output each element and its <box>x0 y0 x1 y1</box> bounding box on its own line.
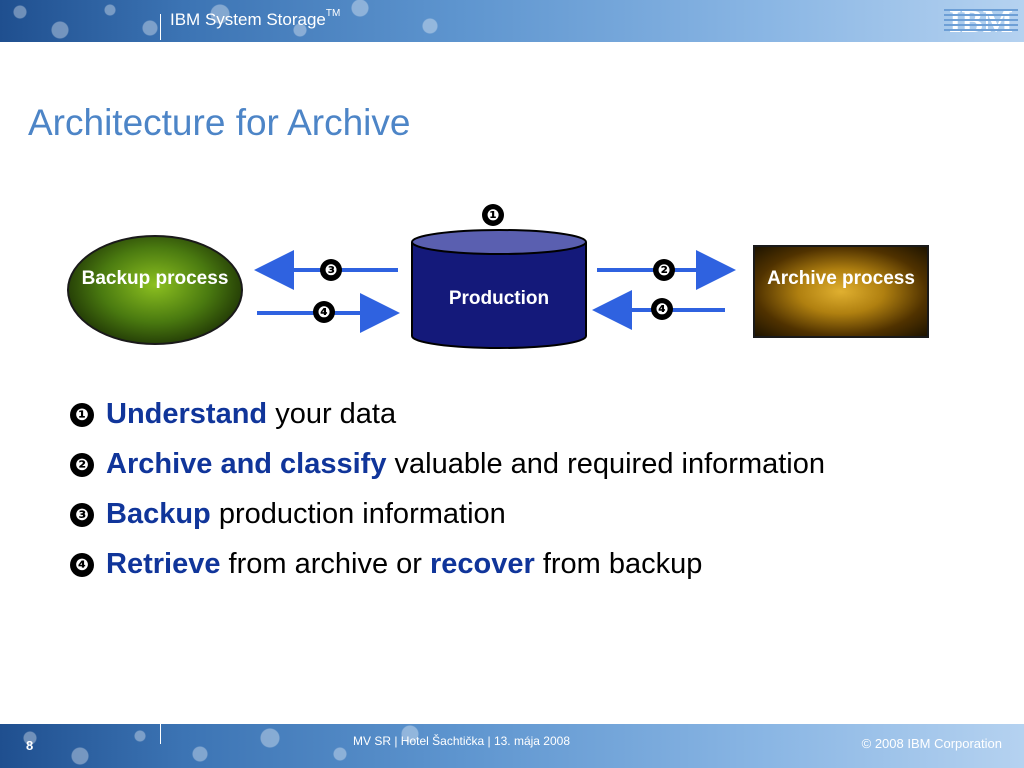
list-item: ❹ Retrieve from archive or recover from … <box>70 548 1010 598</box>
step-keyword: Archive and classify <box>106 448 387 480</box>
marker-backup: ❸ <box>320 259 342 281</box>
step-rest: production information <box>210 498 506 530</box>
step-rest-2: from backup <box>534 548 703 580</box>
production-database <box>411 229 587 349</box>
step-keyword: Retrieve <box>106 548 221 580</box>
step-rest: your data <box>267 398 397 430</box>
cylinder-top <box>411 229 587 255</box>
product-name: IBM System StorageTM <box>170 8 341 30</box>
marker-retrieve: ❹ <box>651 298 673 320</box>
cylinder-body <box>411 242 587 349</box>
step-number: ❷ <box>70 453 94 477</box>
event-info: MV SR | Hotel Šachtička | 13. mája 2008 <box>353 734 571 748</box>
marker-understand: ❶ <box>482 204 504 226</box>
step-text: Archive and classify valuable and requir… <box>106 448 825 481</box>
footer-band: 8 MV SR | Hotel Šachtička | 13. mája 200… <box>0 724 1024 768</box>
step-rest: valuable and required information <box>386 448 825 480</box>
step-keyword: Understand <box>106 398 268 430</box>
footer-divider <box>160 724 161 744</box>
ibm-logo: IBM <box>944 5 1018 37</box>
step-number: ❶ <box>70 403 94 427</box>
backup-process-node: Backup process <box>67 235 243 345</box>
page-title: Architecture for Archive <box>28 102 411 143</box>
list-item: ❶ Understand your data <box>70 398 1010 448</box>
header-texture <box>0 0 470 42</box>
step-rest: from archive or <box>220 548 430 580</box>
step-keyword-2: recover <box>429 548 535 580</box>
archive-process-label: Archive process <box>767 268 915 289</box>
marker-recover: ❹ <box>313 301 335 323</box>
step-text: Retrieve from archive or recover from ba… <box>106 548 702 581</box>
list-item: ❷ Archive and classify valuable and requ… <box>70 448 1010 498</box>
production-label: Production <box>448 288 550 309</box>
archive-process-node: Archive process <box>753 245 929 338</box>
architecture-diagram: Backup process Production Archive proces… <box>0 190 1024 370</box>
copyright: © 2008 IBM Corporation <box>861 736 1002 751</box>
step-number: ❹ <box>70 553 94 577</box>
step-keyword: Backup <box>106 498 211 530</box>
header-band: IBM System StorageTM IBM <box>0 0 1024 42</box>
header-divider <box>160 14 161 40</box>
backup-process-label: Backup process <box>81 268 229 289</box>
footer-texture <box>0 724 470 768</box>
step-text: Backup production information <box>106 498 506 531</box>
steps-list: ❶ Understand your data ❷ Archive and cla… <box>70 398 1010 598</box>
step-text: Understand your data <box>106 398 396 431</box>
product-label: IBM System Storage <box>170 10 326 29</box>
step-number: ❸ <box>70 503 94 527</box>
marker-archive: ❷ <box>653 259 675 281</box>
page-number: 8 <box>26 738 34 753</box>
trademark-mark: TM <box>325 8 341 19</box>
list-item: ❸ Backup production information <box>70 498 1010 548</box>
